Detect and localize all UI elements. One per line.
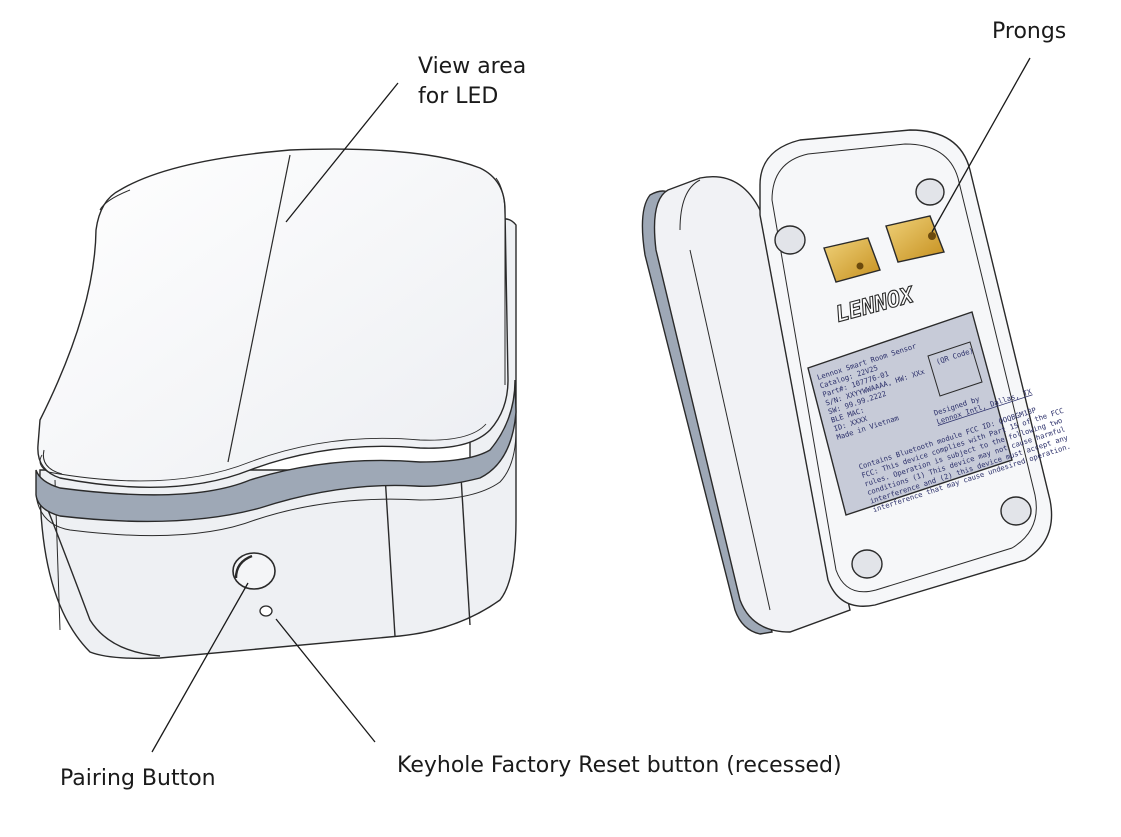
led-view-callout: View area for LED (418, 54, 527, 109)
grey-band (35, 379, 517, 523)
reset-keyhole (259, 605, 273, 617)
leader-lines (151, 57, 1031, 753)
sensor-back-view (641, 129, 1053, 635)
pairing-button-callout: Pairing Button (60, 766, 216, 791)
prongs-callout: Prongs (992, 19, 1067, 44)
prong-right (885, 215, 945, 263)
reset-button-callout: Keyhole Factory Reset button (recessed) (397, 753, 842, 778)
sensor-front-view (35, 148, 517, 660)
prongs-leader (931, 57, 1031, 233)
pairing-leader (151, 582, 249, 753)
top-lid (37, 148, 509, 489)
reset-leader (275, 618, 376, 743)
pairing-button (232, 552, 276, 590)
front-body (39, 218, 517, 660)
label-plate (807, 311, 1013, 516)
prong-left (823, 237, 881, 283)
led-leader (285, 82, 399, 223)
led-view-seam (227, 154, 291, 463)
